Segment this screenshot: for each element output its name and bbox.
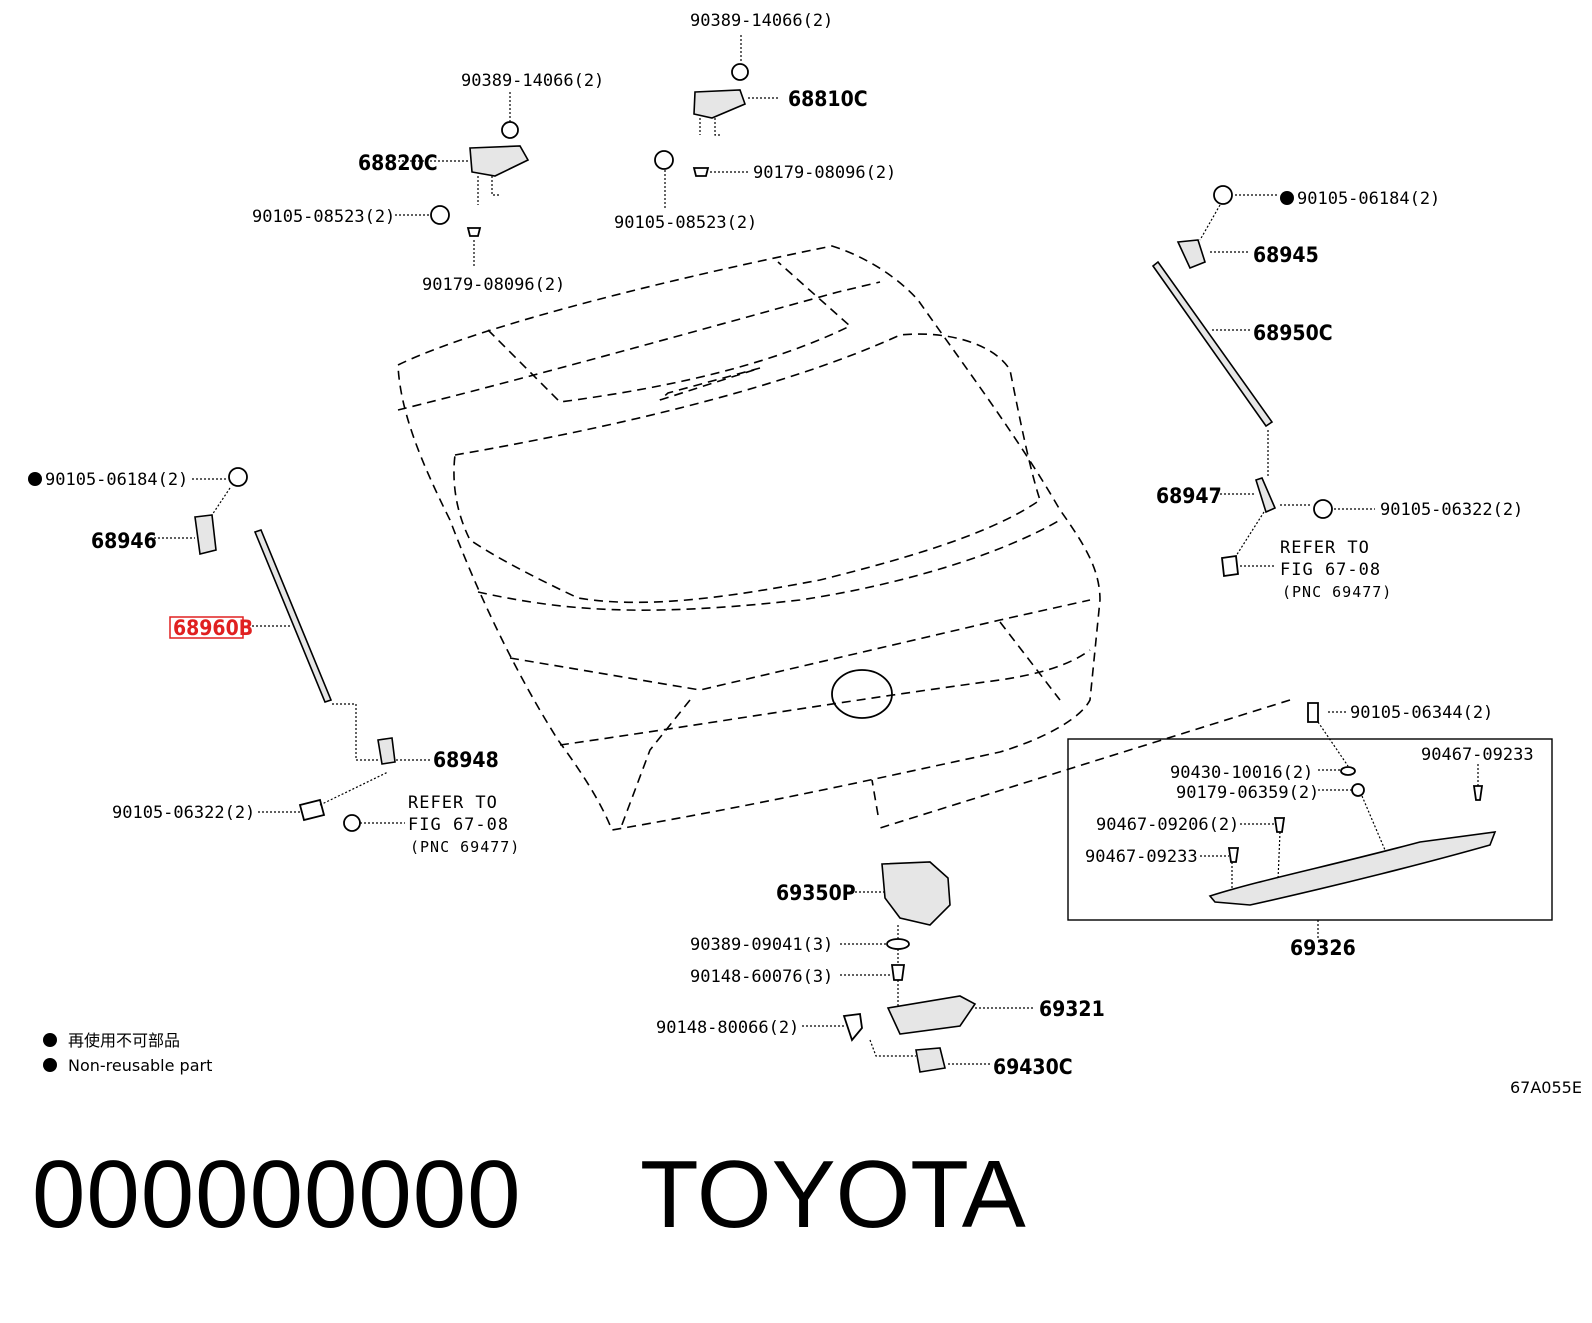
- garnish-69326-icon: [1208, 831, 1497, 906]
- label-90389-14066-left: 90389-14066(2): [461, 71, 604, 91]
- bolt-icon: [890, 964, 906, 981]
- ref-left-line1: REFER TO: [408, 793, 498, 813]
- strut-left-group: [28, 467, 430, 832]
- label-68810C: 68810C: [788, 87, 868, 111]
- assembly-box: [1067, 738, 1553, 921]
- hinge-68820C-group: [395, 92, 530, 268]
- label-90105-06184-right: 90105-06184(2): [1297, 189, 1440, 209]
- ref-left-line2: FIG 67-08: [408, 815, 509, 835]
- label-90467-09233-mid: 90467-09233: [1085, 847, 1198, 867]
- cover-69430C-icon: [915, 1047, 946, 1073]
- nut-icon: [692, 167, 710, 177]
- label-68946: 68946: [91, 529, 157, 553]
- clip-icon: [1227, 847, 1240, 863]
- lock-assembly-group: [802, 861, 1035, 1073]
- nut-icon: [501, 121, 519, 139]
- label-90148-60076: 90148-60076(3): [690, 967, 833, 987]
- gas-strut-68950C-icon: [1151, 260, 1274, 428]
- screw-icon: [842, 1012, 863, 1042]
- label-90179-08096-right: 90179-08096(2): [753, 163, 896, 183]
- label-90105-06322-left: 90105-06322(2): [112, 803, 255, 823]
- label-69321: 69321: [1039, 997, 1105, 1021]
- ref-left-line3: (PNC 69477): [410, 838, 520, 856]
- bracket-68947-icon: [1255, 477, 1277, 514]
- switch-69321-icon: [886, 995, 977, 1035]
- non-reusable-mark-icon: [1280, 191, 1294, 205]
- label-69430C: 69430C: [993, 1055, 1073, 1079]
- garnish-69326-group: [879, 699, 1553, 940]
- label-68945: 68945: [1253, 243, 1319, 267]
- clip-icon: [1273, 817, 1286, 833]
- non-reusable-bullet-icon: [43, 1033, 57, 1047]
- label-90105-08523-left: 90105-08523(2): [252, 207, 395, 227]
- non-reusable-bullet-icon: [43, 1058, 57, 1072]
- label-90389-09041: 90389-09041(3): [690, 935, 833, 955]
- label-69326: 69326: [1290, 936, 1356, 960]
- label-68950C: 68950C: [1253, 321, 1333, 345]
- label-90105-06344: 90105-06344(2): [1350, 703, 1493, 723]
- figure-code: 67A055E: [1510, 1078, 1582, 1097]
- legend-en: Non-reusable part: [68, 1056, 212, 1075]
- nut-icon: [466, 227, 482, 237]
- legend: 再使用不可部品 Non-reusable part: [43, 1031, 212, 1075]
- label-90105-06322-right: 90105-06322(2): [1380, 500, 1523, 520]
- label-90389-14066-top: 90389-14066(2): [690, 11, 833, 31]
- ball-stud-icon: [1221, 554, 1239, 578]
- footer-part-code: 000000000: [32, 1141, 522, 1248]
- bracket-68948-icon: [377, 737, 396, 765]
- ref-right-line3: (PNC 69477): [1282, 583, 1392, 601]
- label-90467-09206: 90467-09206(2): [1096, 815, 1239, 835]
- bolt-icon: [1307, 702, 1319, 723]
- label-68960B: 68960B: [173, 616, 253, 640]
- highlight-box-68960B: [169, 616, 244, 639]
- ref-right-line1: REFER TO: [1280, 538, 1370, 558]
- non-reusable-mark-icon: [28, 472, 42, 486]
- part-labels: 90389-14066(2) 68810C 90179-08096(2) 901…: [45, 11, 1534, 1079]
- ball-stud-icon: [343, 814, 361, 832]
- hinge-68810C-icon: [693, 89, 747, 119]
- bolt-icon: [1213, 185, 1233, 205]
- label-68820C: 68820C: [358, 151, 438, 175]
- hinge-68810C-group: [654, 35, 780, 210]
- washer-icon: [1340, 766, 1356, 776]
- strut-right-group: [1151, 185, 1375, 578]
- back-door-outline: [397, 245, 1101, 831]
- label-90179-08096-left: 90179-08096(2): [422, 275, 565, 295]
- washer-icon: [886, 938, 910, 950]
- lock-69350P-icon: [881, 861, 951, 926]
- label-68947: 68947: [1156, 484, 1222, 508]
- nut-icon: [731, 63, 749, 81]
- label-90105-08523-right: 90105-08523(2): [614, 213, 757, 233]
- bolt-icon: [654, 150, 674, 170]
- label-69350P: 69350P: [776, 881, 856, 905]
- legend-ja: 再使用不可部品: [68, 1031, 180, 1050]
- label-68948: 68948: [433, 748, 499, 772]
- footer-brand: TOYOTA: [640, 1141, 1026, 1248]
- ref-right-line2: FIG 67-08: [1280, 560, 1381, 580]
- bolt-icon: [430, 205, 450, 225]
- gas-strut-68960B-icon: [253, 529, 333, 703]
- hinge-68820C-icon: [469, 145, 530, 177]
- bolt-icon: [228, 467, 248, 487]
- label-90430-10016: 90430-10016(2): [1170, 763, 1313, 783]
- bracket-68946-icon: [194, 514, 217, 555]
- clip-icon: [1472, 785, 1484, 801]
- label-90467-09233-top: 90467-09233: [1421, 745, 1534, 765]
- label-90148-80066: 90148-80066(2): [656, 1018, 799, 1038]
- label-90179-06359: 90179-06359(2): [1176, 783, 1319, 803]
- nut-icon: [1351, 783, 1365, 797]
- label-90105-06184-left: 90105-06184(2): [45, 470, 188, 490]
- emblem-outline: [831, 669, 893, 719]
- bracket-68945-icon: [1176, 239, 1206, 270]
- bolt-icon: [298, 798, 326, 822]
- bolt-icon: [1313, 499, 1333, 519]
